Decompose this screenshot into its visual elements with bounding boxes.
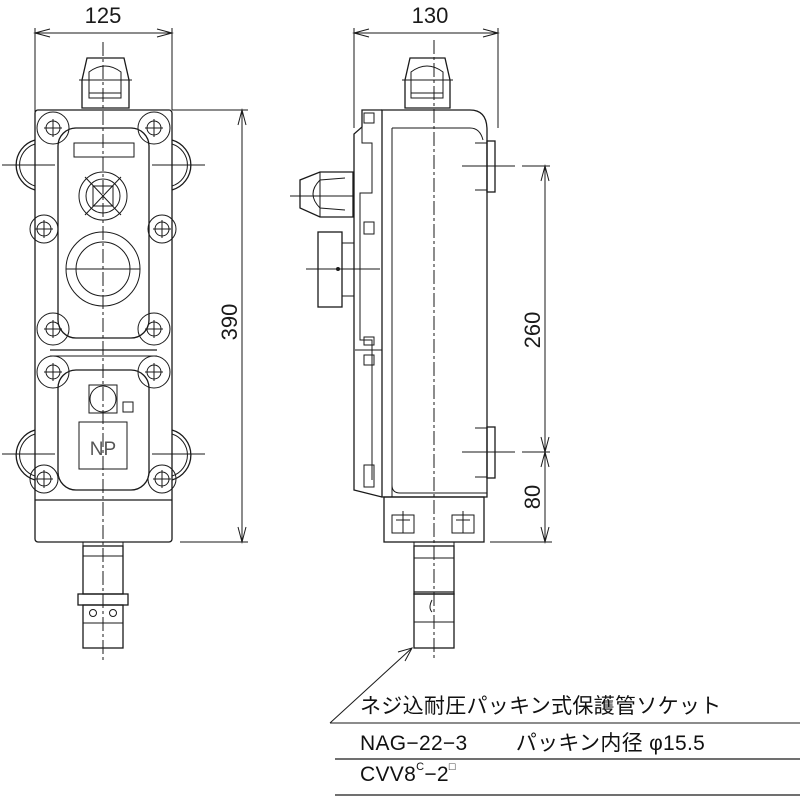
width-dimension-130: 130 [412, 3, 449, 28]
note-cable-spec: CVV8C−2□ [360, 761, 456, 786]
note-socket-model: NAG−22−3 パッキン内径 φ15.5 [360, 727, 705, 757]
nameplate-label: NP [90, 439, 116, 460]
note-model-number: NAG−22−3 [360, 732, 468, 755]
note-packing-diameter: パッキン内径 φ15.5 [515, 732, 706, 755]
pitch-dimension-260: 260 [520, 312, 545, 349]
width-dimension-125: 125 [85, 3, 122, 28]
height-dimension-390: 390 [217, 304, 242, 341]
note-socket-title: ネジ込耐圧パッキン式保護管ソケット [360, 695, 722, 718]
front-view: 125 390 NP [2, 3, 248, 662]
offset-dimension-80: 80 [520, 485, 545, 509]
side-view: 130 [290, 3, 800, 724]
